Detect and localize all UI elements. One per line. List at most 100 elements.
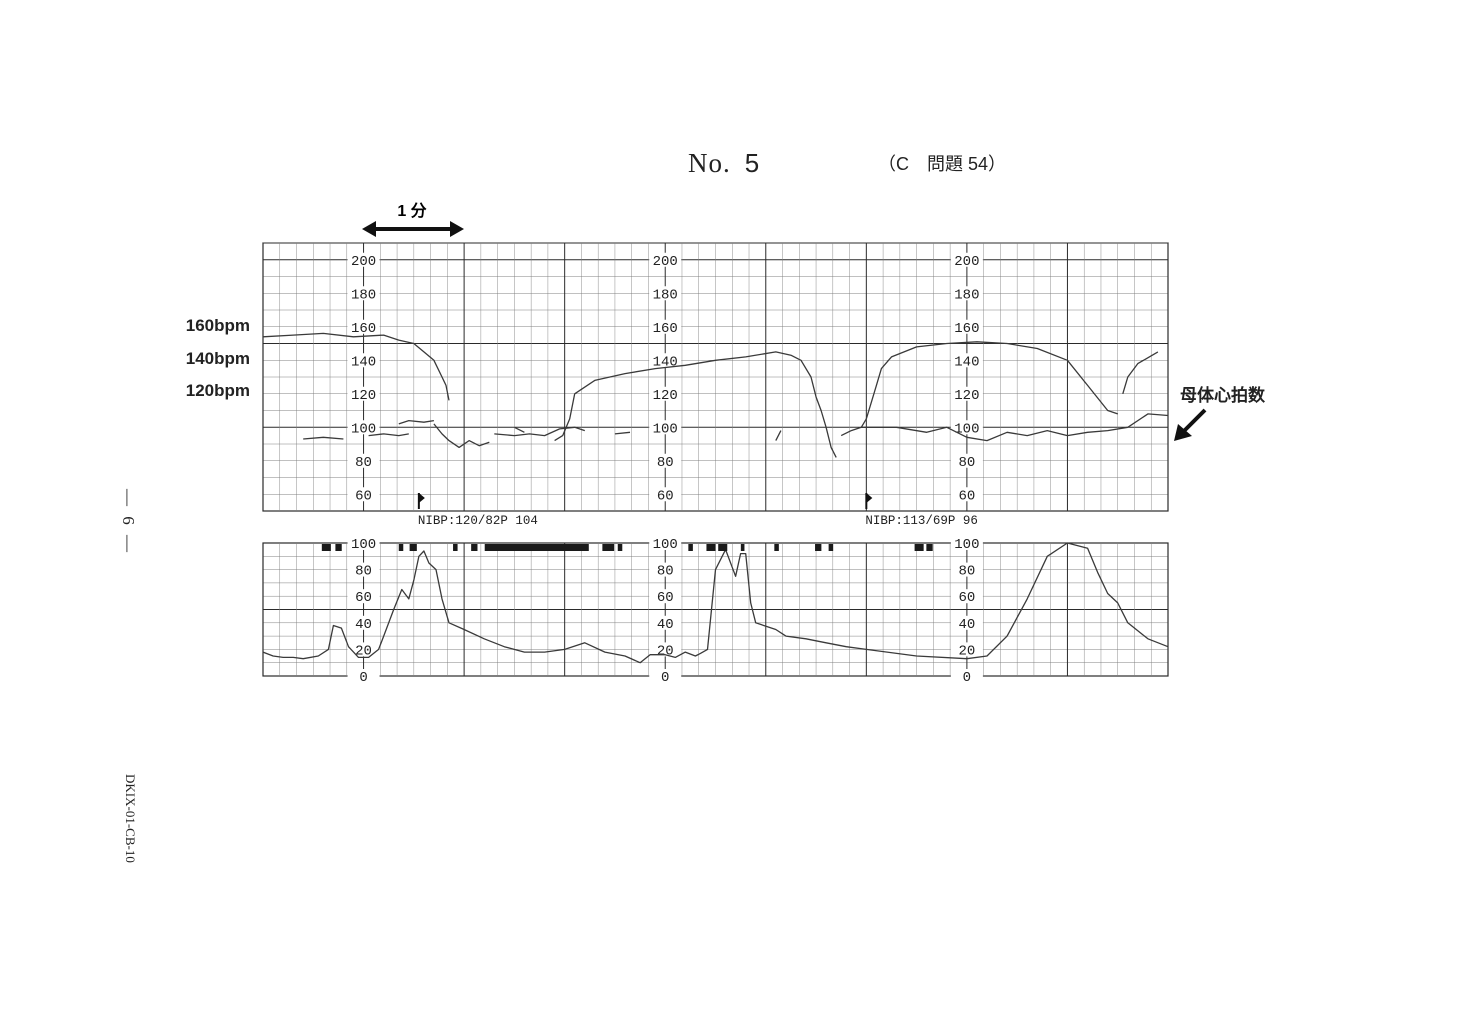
y-tick-label: 60 xyxy=(958,488,975,504)
y-tick-label: 60 xyxy=(958,590,975,606)
y-tick-label: 40 xyxy=(657,617,674,633)
y-tick-label: 180 xyxy=(954,287,979,303)
y-tick-label: 60 xyxy=(355,488,372,504)
trace-fhr-panel-1 xyxy=(861,413,1169,442)
y-tick-label: 100 xyxy=(653,421,678,437)
tick-label-bg xyxy=(347,286,380,301)
trace-fhr-panel-0 xyxy=(262,332,450,401)
y-tick-label: 160 xyxy=(954,321,979,337)
tick-label-bg xyxy=(649,562,682,577)
page-title: No. 5 xyxy=(688,148,760,179)
movement-marker xyxy=(484,544,589,551)
movement-marker xyxy=(774,544,779,551)
trace-fhr-panel-0 xyxy=(840,341,1118,437)
tick-label-bg xyxy=(649,642,682,657)
title-prefix: No. xyxy=(688,148,731,178)
document-code: DKIX-01-CB-10 xyxy=(123,774,138,863)
tick-label-bg xyxy=(950,353,983,368)
nibp-label: NIBP:113/69P 96 xyxy=(865,514,978,528)
tick-label-bg xyxy=(649,252,682,267)
tick-label-bg xyxy=(950,286,983,301)
y-tick-label: 140 xyxy=(351,354,376,370)
y-tick-label: 160 xyxy=(653,321,678,337)
tick-label-bg xyxy=(950,589,983,604)
tick-label-bg xyxy=(950,562,983,577)
movement-marker xyxy=(617,544,623,551)
y-tick-label: 160 xyxy=(351,321,376,337)
movement-marker xyxy=(398,544,404,551)
movement-marker xyxy=(321,544,331,551)
y-tick-label: 200 xyxy=(954,254,979,270)
tick-label-bg xyxy=(649,286,682,301)
tick-label-bg xyxy=(347,420,380,435)
tick-label-bg xyxy=(950,669,983,683)
y-tick-label: 200 xyxy=(351,254,376,270)
movement-marker xyxy=(688,544,693,551)
bpm-label-120: 120bpm xyxy=(185,381,250,400)
tick-label-bg xyxy=(950,453,983,468)
y-tick-label: 20 xyxy=(355,643,372,659)
movement-marker xyxy=(914,544,924,551)
y-tick-label: 100 xyxy=(351,537,376,553)
y-tick-label: 80 xyxy=(958,564,975,580)
y-tick-label: 60 xyxy=(657,590,674,606)
arrow-left-icon xyxy=(362,221,376,237)
y-tick-label: 200 xyxy=(653,254,678,270)
maternal-hr-label: 母体心拍数 xyxy=(1180,386,1265,405)
tick-label-bg xyxy=(347,536,380,550)
tick-label-bg xyxy=(649,487,682,502)
tick-label-bg xyxy=(649,536,682,550)
tick-label-bg xyxy=(347,386,380,401)
y-tick-label: 100 xyxy=(954,421,979,437)
trace-fhr-panel-1 xyxy=(514,426,525,433)
tick-label-bg xyxy=(950,487,983,502)
y-tick-label: 40 xyxy=(355,617,372,633)
trace-fhr-panel-0 xyxy=(1122,351,1159,394)
y-tick-label: 40 xyxy=(958,617,975,633)
trace-fhr-panel-1 xyxy=(433,423,490,449)
tick-label-bg xyxy=(649,615,682,630)
tick-label-bg xyxy=(347,669,380,683)
movement-marker xyxy=(409,544,417,551)
question-number: 5 xyxy=(744,148,761,178)
y-tick-label: 80 xyxy=(657,455,674,471)
time-scale-annotation: 1 分 xyxy=(362,202,464,237)
y-tick-label: 60 xyxy=(355,590,372,606)
trace-fhr-panel-1 xyxy=(398,419,435,425)
question-reference: （C 問題 54） xyxy=(878,154,1007,174)
trace-fhr-panel-1 xyxy=(614,431,631,435)
y-tick-label: 0 xyxy=(359,670,367,686)
trace-fhr-panel-0 xyxy=(494,426,586,437)
fhr-panel: 2001801601401201008060200180160140120100… xyxy=(262,242,1169,528)
y-tick-label: 80 xyxy=(355,564,372,580)
tick-label-bg xyxy=(950,252,983,267)
tick-label-bg xyxy=(950,536,983,550)
trace-fhr-panel-1 xyxy=(368,433,409,437)
bpm-label-140: 140bpm xyxy=(185,349,250,368)
tick-label-bg xyxy=(649,589,682,604)
page-number: — 6 — xyxy=(119,489,138,555)
tick-label-bg xyxy=(950,319,983,334)
y-tick-label: 180 xyxy=(351,287,376,303)
tick-label-bg xyxy=(950,420,983,435)
tick-label-bg xyxy=(347,319,380,334)
nibp-label: NIBP:120/82P 104 xyxy=(418,514,538,528)
tick-label-bg xyxy=(649,386,682,401)
tick-label-bg xyxy=(950,386,983,401)
y-tick-label: 140 xyxy=(954,354,979,370)
y-tick-label: 100 xyxy=(653,537,678,553)
nibp-flag-icon xyxy=(418,493,425,503)
movement-marker xyxy=(453,544,458,551)
y-tick-label: 20 xyxy=(958,643,975,659)
movement-marker xyxy=(815,544,822,551)
movement-marker xyxy=(926,544,933,551)
tick-label-bg xyxy=(649,353,682,368)
trace-fhr-panel-0 xyxy=(554,351,837,458)
movement-marker xyxy=(602,544,615,551)
tick-label-bg xyxy=(347,353,380,368)
y-tick-label: 80 xyxy=(355,455,372,471)
tick-label-bg xyxy=(347,252,380,267)
y-tick-label: 0 xyxy=(661,670,669,686)
y-tick-label: 100 xyxy=(351,421,376,437)
